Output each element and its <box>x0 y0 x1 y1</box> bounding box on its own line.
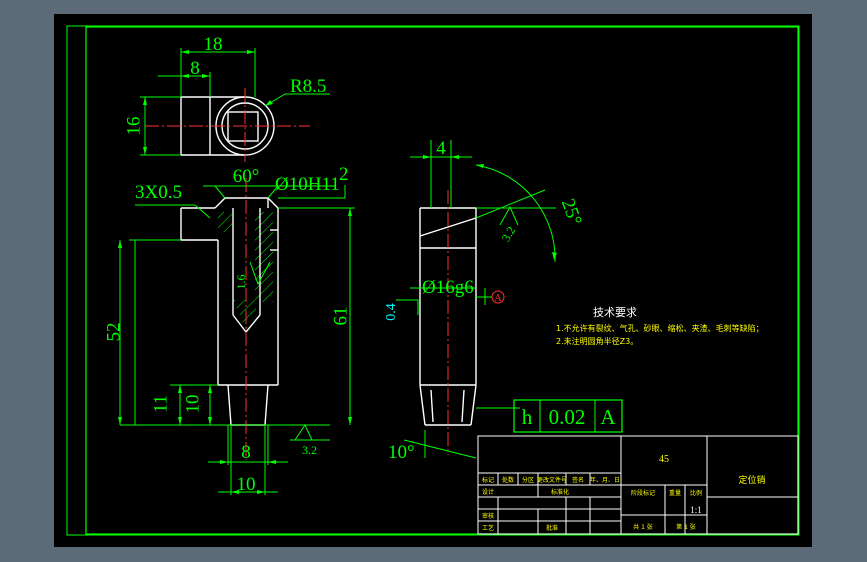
dim-radius: R8.5 <box>290 76 326 97</box>
dim-angle-10: 10° <box>388 442 415 463</box>
tolerance-symbol: h <box>522 405 533 429</box>
tolerance-datum: A <box>600 405 616 429</box>
notes-line-1: 1.不允许有裂纹、气孔、砂眼、缩松、夹渣、毛刺等缺陷； <box>556 323 764 333</box>
title-weight: 重量 <box>669 489 681 497</box>
title-header-2: 分区 <box>522 476 534 484</box>
title-header-1: 处数 <box>502 476 514 484</box>
title-sheet-no: 第 1 张 <box>676 523 696 531</box>
notes-line-2: 2.未注明圆角半径Z3。 <box>556 336 638 346</box>
dim-width-4: 4 <box>436 138 446 159</box>
datum-circle <box>491 290 505 304</box>
title-standardization: 标准化 <box>551 488 569 496</box>
outer-frame <box>66 25 800 536</box>
top-view: 18 8 R8.5 16 <box>123 34 330 162</box>
dim-top-inner: 8 <box>190 58 200 79</box>
dim-chamfer: 3X0.5 <box>135 182 182 203</box>
title-block: 45 定位销 标记 处数 分区 更改文件号 签名 年、月、日 设计 标准化 审核… <box>477 435 799 535</box>
tolerance-frame: h 0.02 A <box>513 399 623 433</box>
roughness-face: 3.2 <box>499 224 519 244</box>
title-total-sheets: 共 1 张 <box>633 523 653 531</box>
title-scale-label: 比例 <box>690 489 702 497</box>
dim-step: 2 <box>339 164 349 185</box>
title-header-5: 年、月、日 <box>590 476 620 484</box>
title-material: 45 <box>659 454 669 465</box>
dim-bottom-10: 10 <box>182 395 203 414</box>
side-view: 4 25° 3.2 Ø16g6 0.4 A 10° <box>384 138 585 463</box>
datum-label: A <box>494 293 502 304</box>
dim-top-width: 18 <box>204 34 223 55</box>
title-part-name: 定位销 <box>738 474 765 486</box>
dim-bottom-11: 11 <box>150 395 171 413</box>
title-header-4: 签名 <box>572 476 584 484</box>
roughness-shaft: 0.4 <box>384 303 399 321</box>
dim-bottom-width-10: 10 <box>237 474 256 495</box>
title-designer: 设计 <box>482 488 494 496</box>
dim-chamfer-angle: 60° <box>233 166 260 187</box>
dim-total-length-right: 61 <box>330 307 351 326</box>
dim-shaft-fit: Ø16g6 <box>422 277 474 298</box>
technical-notes: 技术要求 1.不允许有裂纹、气孔、砂眼、缩松、夹渣、毛刺等缺陷； 2.未注明圆角… <box>556 306 764 346</box>
roughness-inner: 1.6 <box>234 275 248 290</box>
title-header-3: 更改文件号 <box>537 476 567 484</box>
title-reviewer: 审核 <box>482 512 494 520</box>
title-header-0: 标记 <box>482 476 494 484</box>
dim-bore: Ø10H11 <box>275 174 340 195</box>
title-process: 工艺 <box>482 524 494 532</box>
title-scale: 1:1 <box>690 505 702 515</box>
tolerance-value: 0.02 <box>549 405 586 429</box>
roughness-bottom: 3.2 <box>302 443 317 457</box>
front-section-view: 60° Ø10H11 2 3X0.5 52 61 11 10 8 10 1.6 … <box>103 164 355 495</box>
notes-title: 技术要求 <box>593 306 637 319</box>
title-approve: 批准 <box>546 524 558 532</box>
dim-side-height: 16 <box>123 117 144 136</box>
inner-frame <box>85 26 799 535</box>
dim-total-length-left: 52 <box>103 323 124 342</box>
dim-bottom-width-8: 8 <box>241 442 251 463</box>
title-stage-mark: 阶段标记 <box>631 489 655 497</box>
